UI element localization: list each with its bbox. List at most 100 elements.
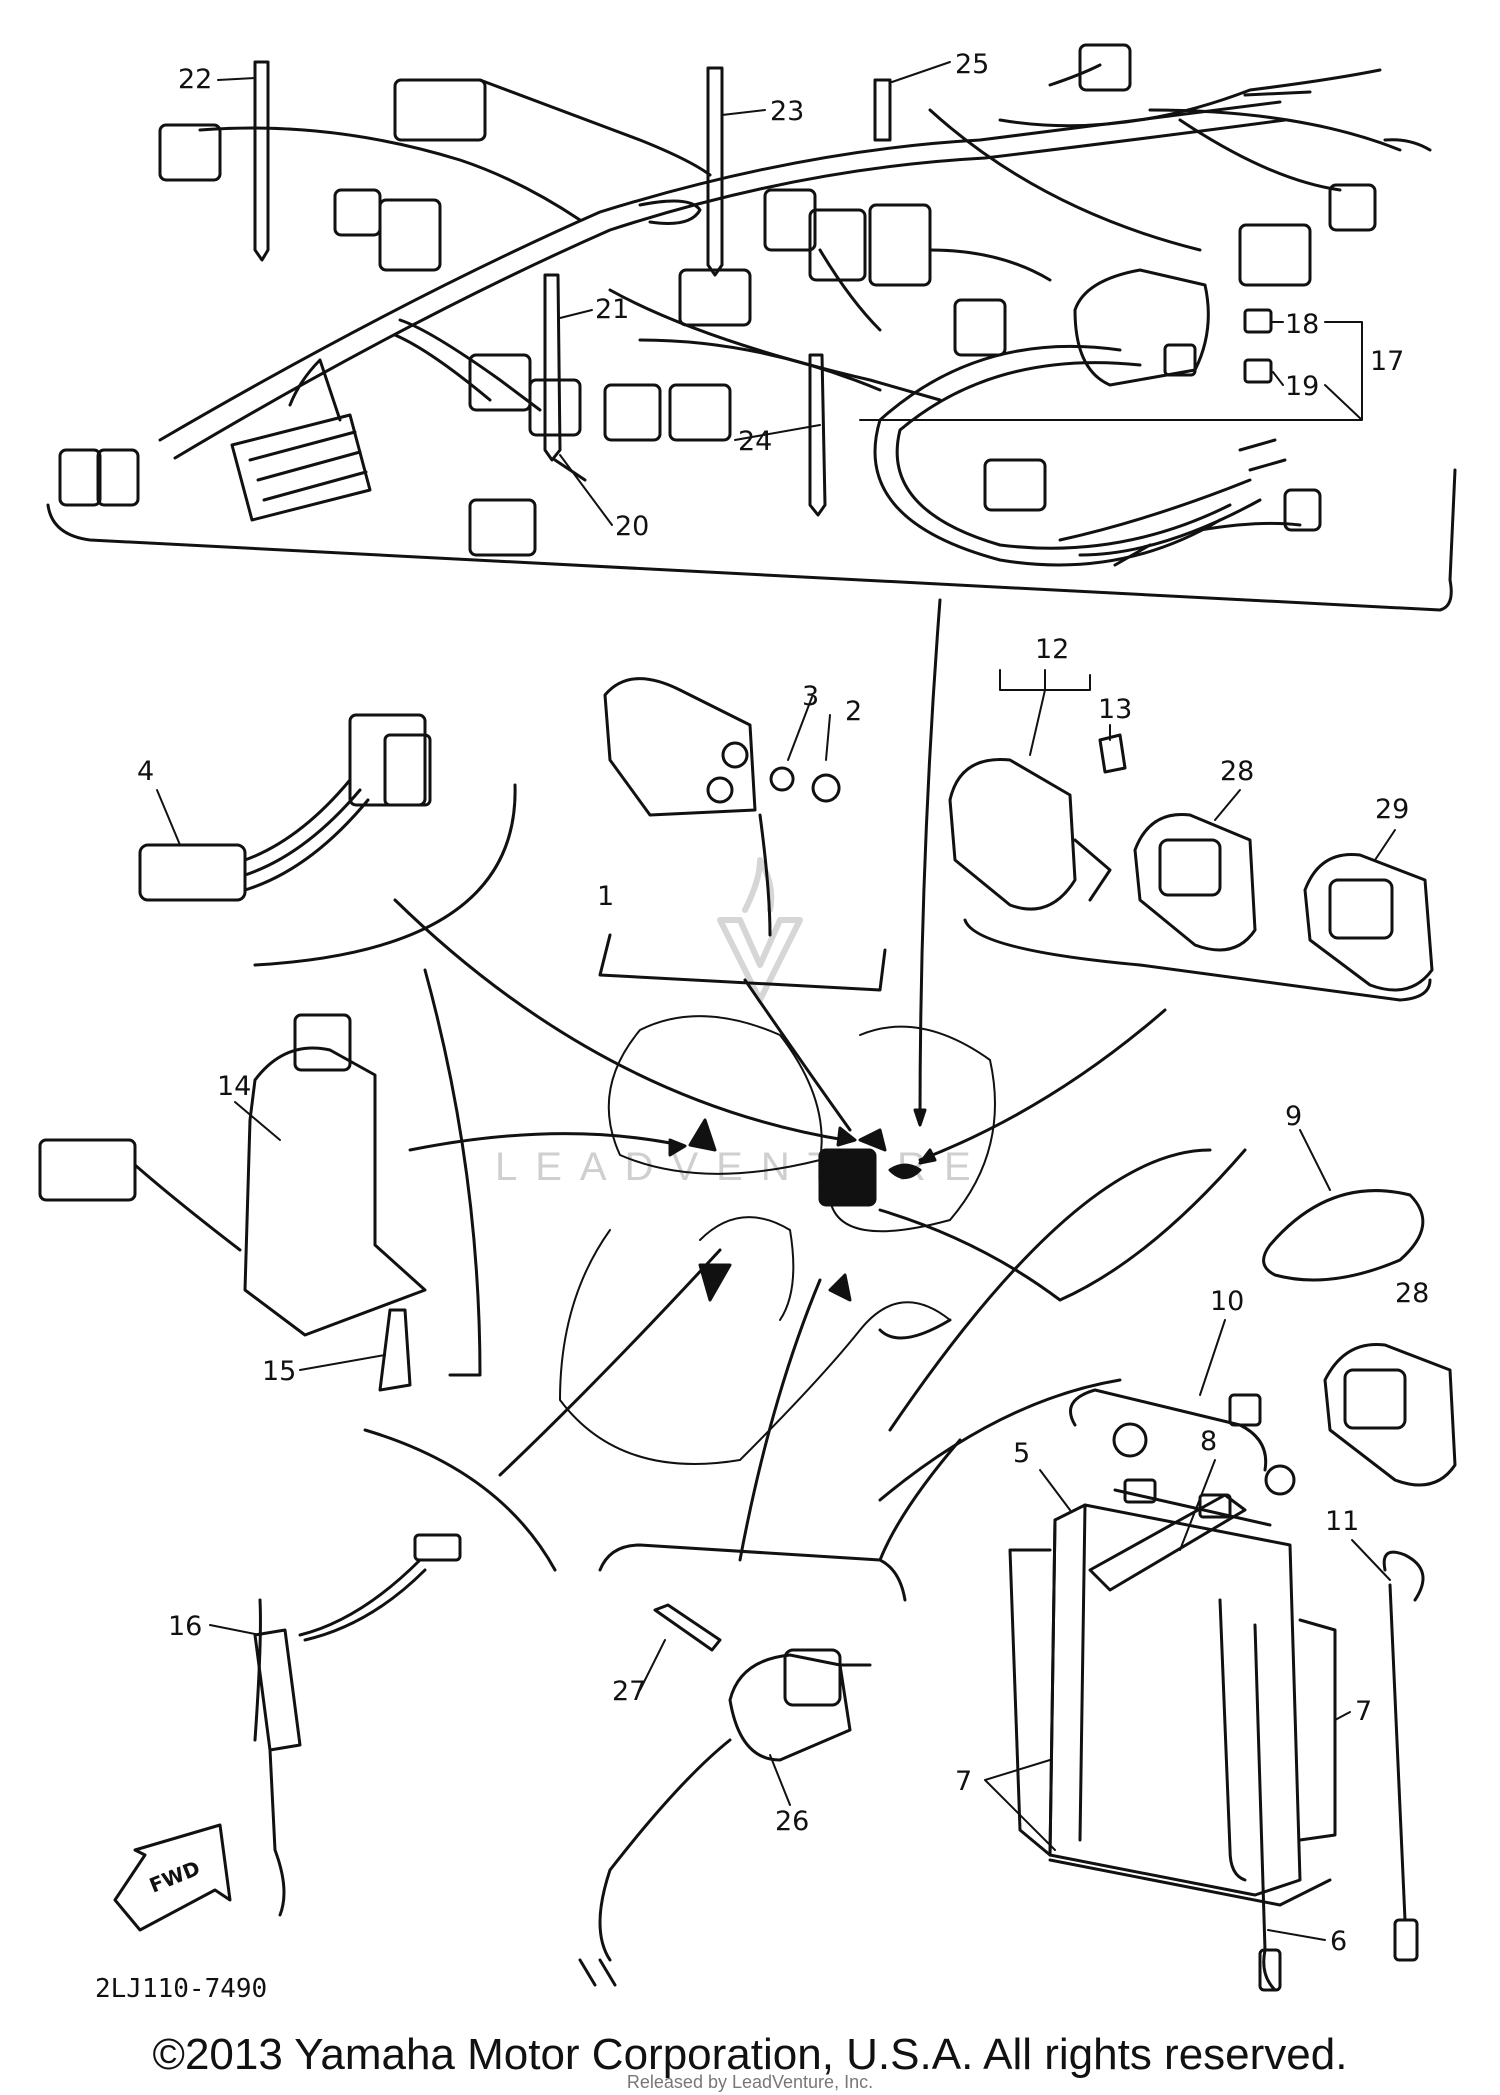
battery-negative-cable-6 [1253, 1623, 1277, 1992]
cable-tie-23 [706, 66, 724, 277]
harness-connector [1283, 488, 1322, 532]
harness-connector [468, 353, 532, 412]
harness-connector [528, 378, 582, 437]
callout-28a: 28 [1220, 756, 1254, 787]
callout-19: 19 [1285, 371, 1319, 402]
callout-10: 10 [1210, 1286, 1244, 1317]
callout-20: 20 [615, 511, 649, 542]
starter-switch-group [578, 1603, 872, 1987]
relay-28-lower [1323, 1342, 1457, 1487]
callout-leaders [156, 61, 1396, 1941]
harness-connector [603, 383, 662, 442]
harness-connector [983, 458, 1047, 512]
callout-labels: 1 2 3 4 5 6 7 7 8 9 10 11 12 13 14 15 16… [137, 49, 1429, 1957]
harness-connector [1078, 43, 1132, 92]
sensor-16 [253, 1628, 302, 1752]
connector-4 [138, 843, 247, 902]
fuse-19 [1243, 358, 1273, 384]
sensor-16-group [253, 1533, 462, 1917]
harness-connector-24pin [230, 413, 372, 522]
main-switch-14 [243, 1046, 427, 1337]
callout-26: 26 [775, 1806, 809, 1837]
harness-connector [868, 203, 932, 287]
harness-connector [808, 208, 867, 282]
neutral-switch-15 [378, 1308, 412, 1392]
callout-18: 18 [1285, 309, 1319, 340]
clip-13 [1098, 733, 1127, 774]
harness-connector [953, 298, 1007, 357]
callout-5: 5 [1013, 1438, 1030, 1469]
callout-29: 29 [1375, 794, 1409, 825]
harness-connector [1238, 223, 1312, 287]
starter-relay-group [598, 677, 887, 992]
flasher-relay-12 [948, 758, 1077, 911]
callout-1: 1 [597, 881, 614, 912]
callout-28b: 28 [1395, 1278, 1429, 1309]
callout-12: 12 [1035, 634, 1069, 665]
callout-3: 3 [802, 681, 819, 712]
battery-breather-hose-10 [1069, 1388, 1268, 1472]
callout-11: 11 [1325, 1506, 1359, 1537]
bolt-27 [653, 1603, 722, 1652]
harness-connector [668, 383, 732, 442]
callout-2: 2 [845, 696, 862, 727]
relay-29 [1303, 852, 1434, 992]
copyright-notice: ©2013 Yamaha Motor Corporation, U.S.A. A… [152, 2030, 1348, 2079]
battery-case-7 [1008, 1548, 1052, 1857]
connector-4-group [138, 713, 517, 967]
watermark-text: LEADVENTURE [495, 1145, 989, 1189]
relay-block [818, 1148, 877, 1207]
fwd-arrow-icon [113, 1823, 232, 1932]
wire-harness-assembly [46, 43, 1457, 612]
harness-connector [378, 198, 442, 272]
battery-positive-cable-11 [1388, 1583, 1407, 1922]
battery-band-8 [1088, 1493, 1247, 1592]
released-by-note: Released by LeadVenture, Inc. [626, 2072, 874, 2092]
callout-7a: 7 [1355, 1696, 1372, 1727]
watermark-logo [717, 857, 803, 1003]
harness-connector-12pin [393, 78, 487, 142]
central-relay-cluster [688, 1118, 922, 1302]
harness-connector [1328, 183, 1377, 232]
callout-17: 17 [1370, 346, 1404, 377]
cable-tie-21 [543, 273, 562, 462]
callout-27: 27 [612, 1676, 646, 1707]
callout-25: 25 [955, 49, 989, 80]
nut-3 [769, 766, 795, 792]
callout-4: 4 [137, 756, 154, 787]
cable-tie-25 [873, 78, 892, 142]
starter-relay [603, 677, 757, 817]
callout-24: 24 [738, 426, 772, 457]
leader-lines [363, 598, 1247, 1602]
callout-13: 13 [1098, 694, 1132, 725]
harness-connector [58, 448, 102, 507]
callout-16: 16 [168, 1611, 202, 1642]
battery-group [1008, 1388, 1425, 1992]
harness-panel-outline [46, 468, 1457, 612]
callout-22: 22 [178, 64, 212, 95]
fuse-cover-9 [1262, 1189, 1425, 1282]
relay-28 [1133, 812, 1257, 952]
harness-connector [468, 498, 537, 557]
starter-switch-26 [728, 1653, 852, 1762]
callout-7b: 7 [955, 1766, 972, 1797]
diagram-part-number: 2LJ110-7490 [95, 1974, 267, 2004]
relay-group [948, 733, 1434, 1002]
frame-outline [559, 1015, 996, 1465]
main-switch-group [38, 968, 482, 1392]
loop-wire [873, 344, 1222, 567]
cable-tie-22 [253, 60, 270, 262]
callout-14: 14 [217, 1071, 251, 1102]
callout-8: 8 [1200, 1426, 1217, 1457]
fuse-18 [1243, 308, 1273, 334]
harness-connector [763, 188, 817, 252]
harness-connector [678, 268, 752, 327]
callout-9: 9 [1285, 1101, 1302, 1132]
cable-tie-24 [808, 353, 827, 517]
callout-23: 23 [770, 96, 804, 127]
main-switch-connector [38, 1138, 137, 1202]
harness-connector [158, 123, 222, 182]
callout-21: 21 [595, 294, 629, 325]
harness-connector [333, 188, 382, 237]
